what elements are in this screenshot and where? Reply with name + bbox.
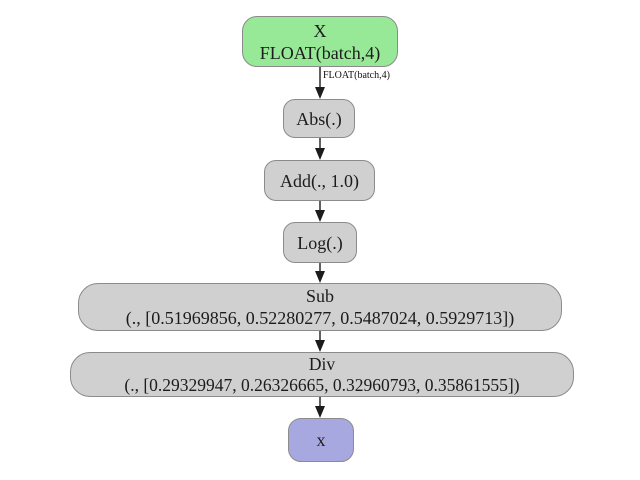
node-op-div: Div (., [0.29329947, 0.26326665, 0.32960… xyxy=(70,352,574,397)
edge-log-to-sub xyxy=(315,263,325,283)
node-output-x: x xyxy=(288,418,354,462)
div-node-title: Div xyxy=(308,353,336,374)
edge-add-to-log xyxy=(315,201,325,222)
node-op-sub: Sub (., [0.51969856, 0.52280277, 0.54870… xyxy=(78,283,562,331)
edge-type-label: FLOAT(batch,4) xyxy=(323,70,390,81)
div-node-args: (., [0.29329947, 0.26326665, 0.32960793,… xyxy=(124,374,520,395)
sub-node-title: Sub xyxy=(305,286,334,306)
output-node-label: x xyxy=(316,430,326,450)
input-node-type: FLOAT(batch,4) xyxy=(259,42,381,63)
edge-abs-to-add xyxy=(315,138,325,160)
edge-sub-to-div xyxy=(315,331,325,352)
node-input-x: X FLOAT(batch,4) xyxy=(242,16,398,67)
sub-node-args: (., [0.51969856, 0.52280277, 0.5487024, … xyxy=(125,308,515,328)
node-op-log: Log(.) xyxy=(283,222,357,263)
node-op-abs: Abs(.) xyxy=(283,99,355,138)
edge-input-to-abs xyxy=(315,67,325,99)
node-op-add: Add(., 1.0) xyxy=(264,160,375,201)
abs-node-label: Abs(.) xyxy=(296,108,342,129)
log-node-label: Log(.) xyxy=(297,232,343,253)
add-node-label: Add(., 1.0) xyxy=(280,170,359,191)
edge-div-to-output xyxy=(315,397,325,418)
input-node-name: X xyxy=(313,20,327,41)
